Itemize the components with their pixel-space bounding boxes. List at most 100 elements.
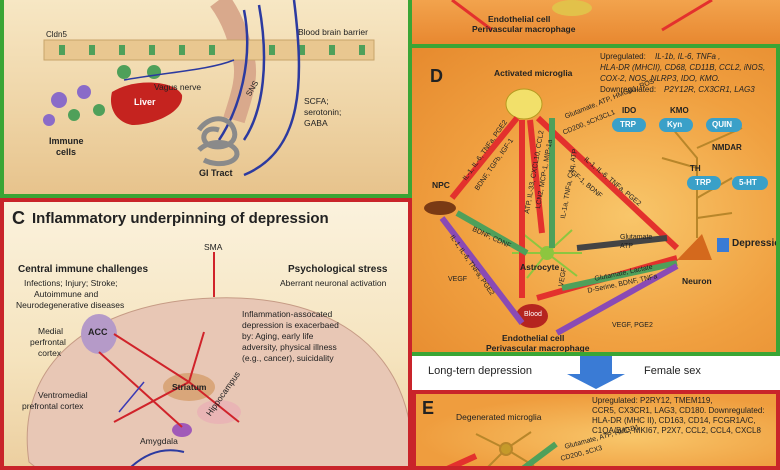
central-list-3: Neurodegenerative diseases (16, 300, 125, 310)
activated-microglia-label: Activated microglia (494, 68, 573, 78)
gut-brain-illustration (43, 0, 375, 177)
glutamate-atp-label: Glutamate (620, 234, 653, 241)
blood-label: Blood (524, 311, 542, 318)
liver-shape (110, 82, 183, 125)
trp-pill-label: TRP (620, 120, 636, 129)
strip-cell-shape (552, 0, 592, 16)
endothelial-label: Endothelial cell (502, 333, 565, 343)
upregulated-list-3: COX-2, NOS, NLRP3, IDO, KMO. (600, 74, 721, 83)
strip-perivascular-label: Perivascular macrophage (472, 24, 576, 34)
central-list-2: Autoimmune and (34, 289, 99, 299)
ventromedial-label: Ventromedial (38, 390, 88, 400)
inflammation-note-3: by: Aging, early life (242, 331, 314, 341)
serotonin-label: serotonin; (304, 107, 342, 117)
circuit-arrows (98, 252, 240, 428)
psych-stress-heading: Psychological stress (288, 264, 388, 275)
gaba-label: GABA (304, 118, 328, 128)
vagus-nerve-line (217, 9, 249, 141)
gi-tract-label: GI Tract (199, 168, 233, 178)
brainstem-pathway (130, 449, 185, 466)
nmdar-label: NMDAR (712, 143, 742, 152)
immune-cells-cluster (43, 65, 161, 126)
cldn5-junctions (59, 45, 365, 55)
gut-brain-axis-panel: Cldn5 Blood brain barrier Vagus nerve SN… (0, 0, 412, 198)
panel-e: E Degenerated microglia Upregulated: P2R… (412, 390, 780, 470)
amygdala-label: Amygdala (140, 436, 178, 446)
downregulated-label: Downregulated: (600, 85, 657, 94)
neuron-label: Neuron (682, 276, 712, 286)
kmo-label: KMO (670, 106, 689, 115)
hippocampus-region (197, 400, 241, 424)
gi-tract-shape (196, 116, 240, 167)
liver-label: Liver (134, 97, 156, 107)
neuron-shape (677, 234, 712, 260)
upregulated-list-1: IL-1b, IL-6, TNFa , (655, 52, 721, 61)
inflammation-note-1: Inflammation-assocated (242, 309, 333, 319)
strip-illustration (451, 0, 713, 32)
inflammation-note-4: adversity, physical illness (242, 342, 337, 352)
panel-c: C Inflammatory underpinning of depressio… (0, 198, 412, 470)
scfa-pathway-line (243, 0, 301, 177)
previous-panel-strip: Endothelial cell Perivascular macrophage (412, 0, 780, 44)
signaling-arrows (439, 115, 680, 336)
panel-e-arrow-red (446, 453, 478, 466)
blood-vessel-shape (516, 304, 548, 328)
central-challenges-heading: Central immune challenges (18, 264, 149, 275)
panel-d-illustration (424, 88, 768, 336)
acc-region (81, 314, 117, 354)
bbb-label: Blood brain barrier (298, 27, 368, 37)
inflammation-note-2: depression is exacerbaed (242, 320, 339, 330)
quin-pill-label: QUIN (712, 120, 732, 129)
brain-illustration (26, 252, 408, 466)
transition-arrow (567, 356, 625, 389)
inflammation-note-5: (e.g., cancer), suicidality (242, 353, 334, 363)
atp-label: ATP (620, 243, 634, 250)
npc-label: NPC (432, 180, 450, 190)
degenerated-microglia-label: Degenerated microglia (456, 412, 542, 422)
amygdala-region (172, 423, 192, 437)
astrocyte-shape (512, 229, 582, 279)
kyn-pill-label: Kyn (667, 120, 683, 129)
panel-d: D Activated microglia Upregulated: IL-1b… (408, 44, 780, 356)
prefrontal-cortex-label: prefrontal cortex (22, 401, 84, 411)
astrocyte-label: Astrocyte (520, 262, 560, 272)
trp2-pill-label: TRP (695, 178, 711, 187)
central-list-1: Infections; Injury; Stroke; (24, 278, 118, 288)
vegf-bottom-label: VEGF, PGE2 (612, 322, 653, 329)
th-label: TH (690, 164, 701, 173)
transition-band: Long-tern depression Female sex (412, 356, 780, 390)
vagus-label: Vagus nerve (154, 82, 202, 92)
depression-arrow-shape (717, 238, 729, 252)
strip-endothelial-label: Endothelial cell (488, 14, 551, 24)
serotonin-pathway (687, 176, 768, 190)
kynurenine-pathway (612, 118, 742, 132)
vegf-left-label: VEGF (448, 276, 468, 283)
ido-label: IDO (622, 106, 637, 115)
depression-label: Depression (732, 238, 780, 249)
immune-label: Immune (49, 136, 84, 146)
medial-label: Medial (38, 326, 64, 336)
panel-d-letter: D (430, 66, 443, 86)
psych-stress-sub: Aberrant neuronal activation (280, 278, 387, 288)
cells-label: cells (56, 147, 77, 157)
long-term-depression-label: Long-tern depression (428, 365, 532, 377)
panel-e-list-2: CCR5, CX3CR1, LAG3, CD180. Downregulated… (592, 406, 765, 415)
panel-c-title: Inflammatory underpinning of depression (32, 210, 329, 227)
scfa-label: SCFA; (304, 96, 329, 106)
panel-e-list-3: HLA-DR (MHC II), CD163, CD14, FCGR1A/C, (592, 416, 756, 425)
sns-nerve-line (242, 4, 266, 141)
panel-c-letter: C (12, 208, 25, 228)
panel-e-arrow-green (521, 441, 558, 466)
downregulated-list: P2Y12R, CX3CR1, LAG3 (664, 85, 755, 94)
panel-e-list-1: Upregulated: P2RY12, TMEM119, (592, 396, 713, 405)
sma-label: SMA (204, 242, 223, 252)
activated-microglia-shape (505, 88, 543, 120)
upregulated-label: Upregulated: (600, 52, 646, 61)
perfrontal-label: perfrontal (30, 337, 66, 347)
acc-label: ACC (88, 327, 108, 337)
striatum-region (163, 373, 215, 401)
serotonin-pill-label: 5-HT (739, 178, 757, 187)
striatum-label: Striatum (172, 382, 207, 392)
female-sex-label: Female sex (644, 365, 701, 377)
panel-e-letter: E (422, 398, 435, 418)
